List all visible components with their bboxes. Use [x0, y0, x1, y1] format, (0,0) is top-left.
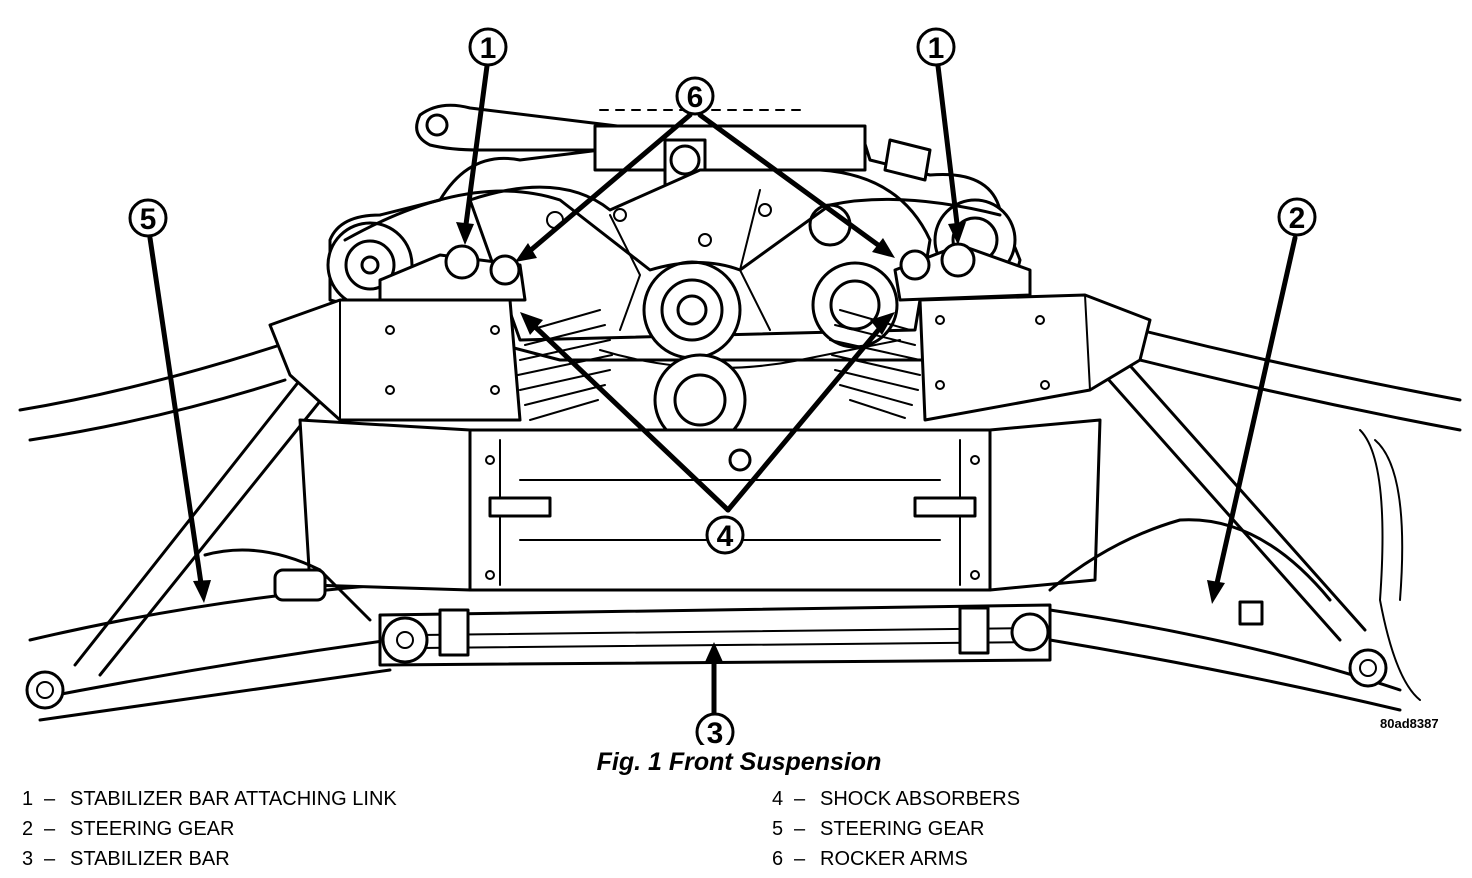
legend-number: 3: [22, 848, 34, 870]
shock-absorber-assembly: [298, 418, 1102, 592]
figure-caption: Fig. 1 Front Suspension: [596, 748, 882, 776]
legend-number: 4: [772, 788, 784, 810]
legend-number: 1: [22, 788, 34, 810]
rocker-arm-bracket-right: [893, 242, 1152, 422]
legend-separator: –: [794, 788, 806, 810]
legend-number: 6: [772, 848, 784, 870]
legend-label: STABILIZER BAR ATTACHING LINK: [70, 788, 397, 810]
legend-separator: –: [44, 788, 56, 810]
legend-number: 2: [22, 818, 34, 840]
legend-label: SHOCK ABSORBERS: [820, 788, 1021, 810]
callout-1-right: 1: [916, 27, 956, 67]
callout-1-left: 1: [468, 27, 508, 67]
callout-number: 2: [1289, 202, 1306, 235]
steering-linkage: [203, 518, 1332, 626]
legend-separator: –: [44, 848, 56, 870]
front-suspension-illustration: 1 1 6 5 2 4 3: [18, 27, 1462, 745]
coil-spring-left: [517, 309, 613, 421]
callout-6: 6: [675, 76, 715, 116]
callout-2: 2: [1277, 197, 1317, 237]
legend-item: 3 – STABILIZER BAR: [22, 844, 397, 874]
callout-leaders: [147, 63, 1298, 716]
legend-separator: –: [44, 818, 56, 840]
lower-control-arms: [18, 328, 1462, 722]
legend-item: 6 – ROCKER ARMS: [772, 844, 1020, 874]
callout-3: 3: [695, 712, 735, 745]
legend-separator: –: [794, 848, 806, 870]
legend-item: 5 – STEERING GEAR: [772, 814, 1020, 844]
figure-code: 80ad8387: [1380, 716, 1439, 731]
legend-item: 4 – SHOCK ABSORBERS: [772, 784, 1020, 814]
callout-4: 4: [705, 515, 745, 555]
legend-label: STABILIZER BAR: [70, 848, 230, 870]
legend-label: STEERING GEAR: [820, 818, 985, 840]
legend-right-column: 4 – SHOCK ABSORBERS 5 – STEERING GEAR 6 …: [772, 784, 1020, 874]
legend-label: ROCKER ARMS: [820, 848, 968, 870]
legend-item: 1 – STABILIZER BAR ATTACHING LINK: [22, 784, 397, 814]
legend-item: 2 – STEERING GEAR: [22, 814, 397, 844]
legend-separator: –: [794, 818, 806, 840]
callout-number: 6: [687, 81, 704, 114]
callout-number: 1: [928, 32, 945, 65]
callout-number: 1: [480, 32, 497, 65]
callout-5: 5: [128, 198, 168, 238]
callout-arrowheads: [193, 222, 1225, 662]
callout-number: 4: [717, 520, 734, 553]
callout-number: 5: [140, 203, 157, 236]
legend-left-column: 1 – STABILIZER BAR ATTACHING LINK 2 – ST…: [22, 784, 397, 874]
stabilizer-bar: [378, 603, 1052, 667]
legend-label: STEERING GEAR: [70, 818, 235, 840]
rocker-arm-bracket-left: [268, 244, 527, 422]
legend-number: 5: [772, 818, 784, 840]
callout-number: 3: [707, 717, 724, 745]
